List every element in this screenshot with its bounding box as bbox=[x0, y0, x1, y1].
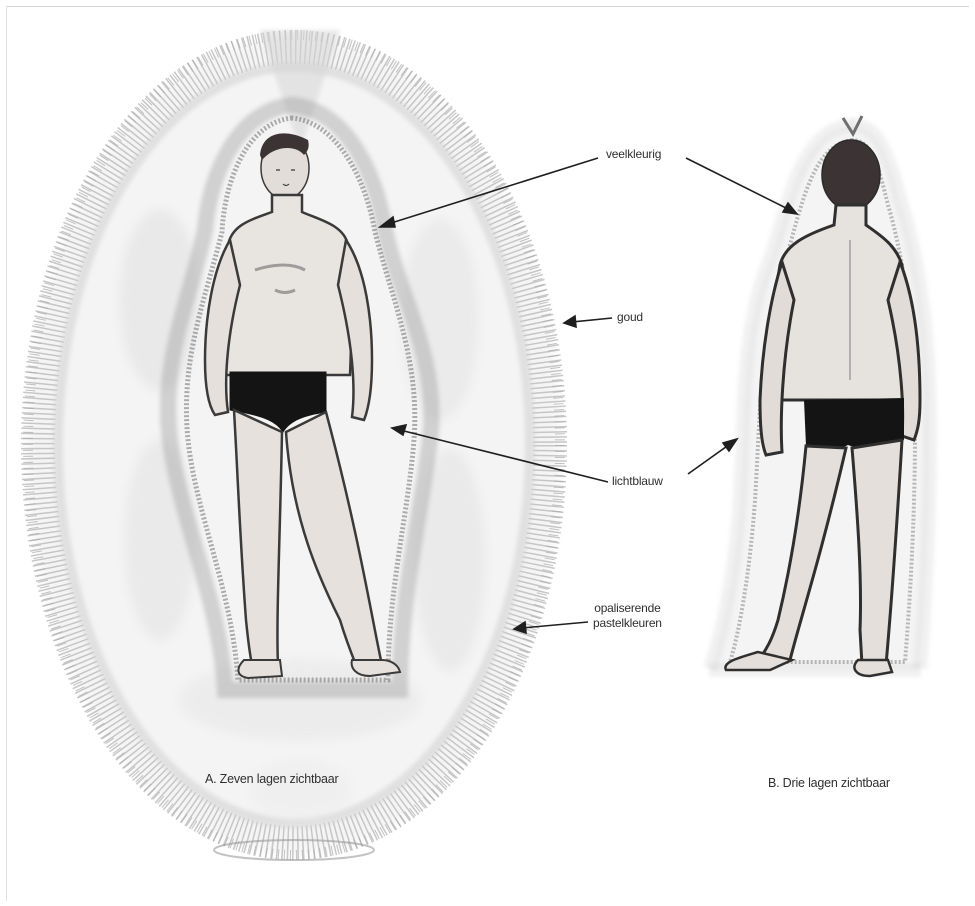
arrow-goud bbox=[564, 316, 612, 327]
label-veelkleurig: veelkleurig bbox=[606, 147, 661, 162]
arrow-veelkleurig-to-b bbox=[686, 158, 797, 214]
arrow-lichtblauw-to-b bbox=[688, 439, 737, 474]
caption-figure-b: B. Drie lagen zichtbaar bbox=[768, 776, 890, 790]
caption-figure-a: A. Zeven lagen zichtbaar bbox=[205, 772, 338, 786]
arrow-opaliserende bbox=[514, 622, 588, 633]
label-opaliserende-pastelkleuren: opaliserende pastelkleuren bbox=[593, 601, 662, 631]
label-lichtblauw: lichtblauw bbox=[612, 474, 663, 489]
label-goud: goud bbox=[617, 310, 643, 325]
